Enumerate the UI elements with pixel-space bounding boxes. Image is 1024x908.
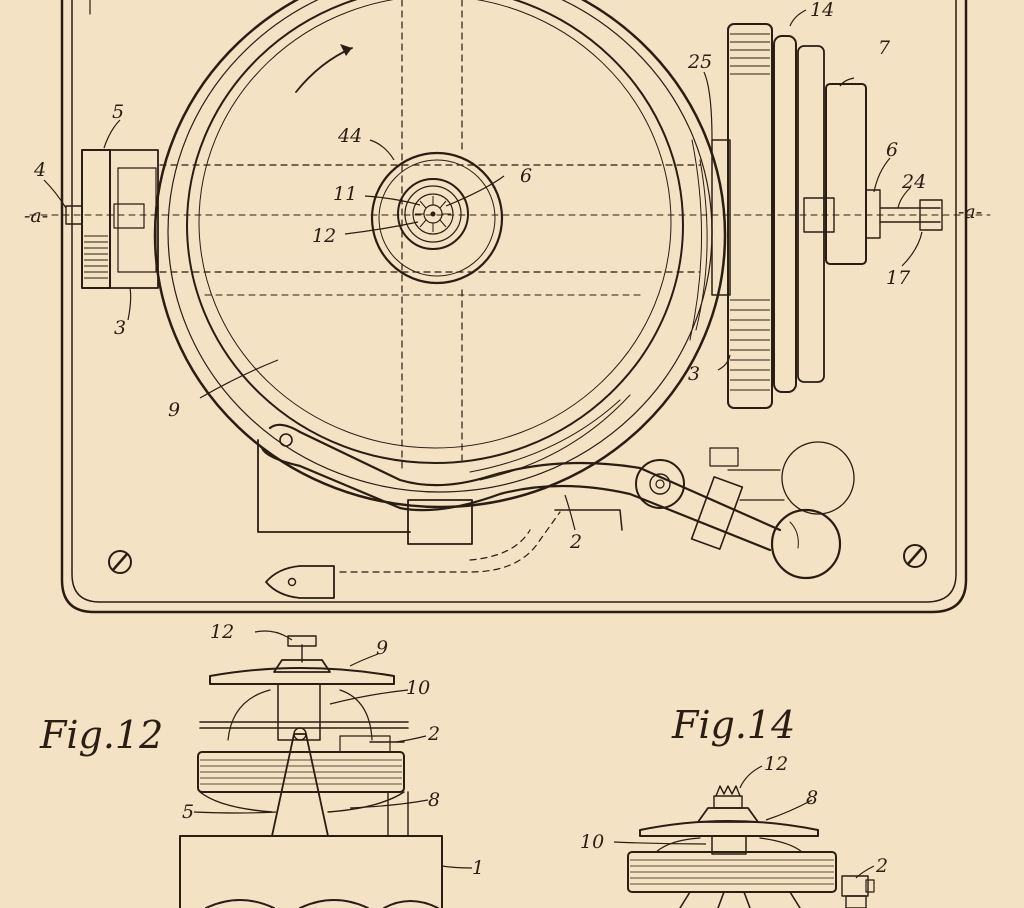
screw-left	[108, 550, 132, 574]
figure-title-14: Fig.14	[671, 703, 795, 747]
right-drive	[711, 23, 943, 409]
fig12-label-12: 12	[210, 621, 234, 643]
label-17: 17	[886, 267, 911, 289]
label-a-left: -a-	[24, 205, 48, 227]
fig14-label-12: 12	[764, 753, 788, 775]
left-bracket	[65, 149, 159, 289]
fig14-label-8: 8	[806, 787, 818, 809]
label-3-left: 3	[114, 317, 126, 339]
label-44: 44	[337, 125, 362, 147]
label-14: 14	[810, 0, 834, 21]
fig12-view	[179, 630, 473, 908]
label-9: 9	[168, 399, 180, 421]
fig12-label-10: 10	[406, 677, 430, 699]
label-2: 2	[569, 531, 582, 553]
label-24: 24	[901, 171, 926, 193]
figure-title-12: Fig.12	[39, 713, 163, 757]
label-6-right: 6	[886, 139, 898, 161]
label-6-center: 6	[520, 165, 532, 187]
rotation-arrow	[295, 44, 353, 93]
fig12-label-8: 8	[428, 789, 440, 811]
fig14-label-10: 10	[580, 831, 604, 853]
fig14-label-2: 2	[875, 855, 888, 877]
label-5: 5	[112, 101, 124, 123]
leader-lines	[43, 9, 923, 531]
fig12-label-1: 1	[472, 857, 484, 879]
screw-right	[903, 544, 927, 568]
label-3-right: 3	[688, 363, 700, 385]
label-7: 7	[878, 37, 891, 59]
fig12-label-2: 2	[427, 723, 440, 745]
hub-teeth	[415, 196, 451, 232]
label-25: 25	[687, 51, 712, 73]
turntable	[153, 0, 727, 509]
label-11: 11	[333, 183, 357, 205]
labels: 14 7 25 5 4 -a- 44 11 6 12 6 24 -a- 17 3…	[24, 0, 982, 879]
fig12-label-9: 9	[376, 637, 388, 659]
arm-clamp	[690, 476, 744, 550]
section-lines	[29, 0, 991, 573]
label-12: 12	[312, 225, 336, 247]
label-a-right: -a-	[958, 201, 982, 223]
fig12-label-5: 5	[182, 801, 194, 823]
label-4: 4	[33, 159, 46, 181]
fig14-view	[613, 765, 875, 908]
top-view	[29, 0, 991, 614]
tone-arm	[260, 423, 855, 599]
